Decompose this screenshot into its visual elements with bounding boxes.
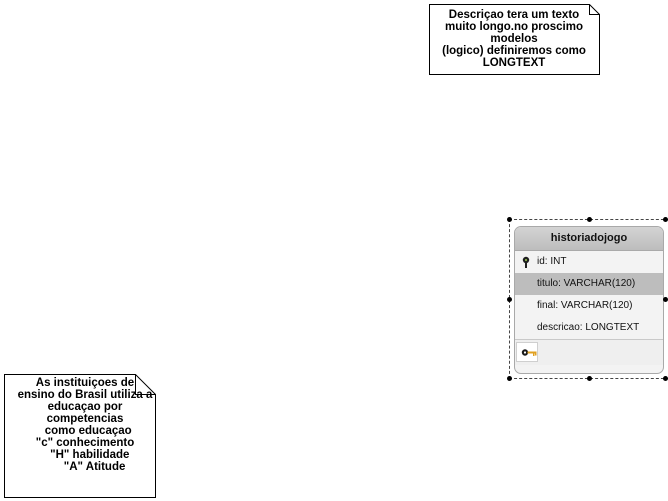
resize-handle-top-left[interactable] (507, 217, 512, 222)
note-shape (429, 4, 600, 75)
note-competencias[interactable]: As instituiçoes de ensino do Brasil util… (4, 374, 156, 498)
selection-box (509, 219, 668, 379)
resize-handle-bottom[interactable] (587, 376, 592, 381)
index-cell[interactable] (516, 342, 538, 362)
key-icon (521, 349, 537, 356)
note-text: Descriçao tera um texto muito longo.no p… (442, 9, 586, 69)
note-descricao[interactable]: Descriçao tera um texto muito longo.no p… (429, 4, 600, 75)
resize-handle-right[interactable] (663, 297, 668, 302)
resize-handle-left[interactable] (507, 297, 512, 302)
resize-handle-bottom-right[interactable] (663, 376, 668, 381)
attribute-id[interactable]: id: INT (515, 251, 663, 273)
entity-title: historiadojogo (515, 227, 663, 251)
resize-handle-top-right[interactable] (663, 217, 668, 222)
attribute-label: id: INT (537, 256, 567, 267)
pin-key-icon (522, 256, 530, 268)
attribute-titulo[interactable]: titulo: VARCHAR(120) (515, 273, 663, 295)
index-section[interactable] (515, 340, 663, 365)
attribute-label: descricao: LONGTEXT (537, 322, 640, 333)
entity-divider (515, 339, 663, 340)
entity-historiadojogo[interactable]: historiadojogo id: INT titulo: VARCHAR(1… (514, 226, 664, 374)
resize-handle-top[interactable] (587, 217, 592, 222)
attribute-label: titulo: VARCHAR(120) (537, 278, 636, 289)
resize-handle-bottom-left[interactable] (507, 376, 512, 381)
note-text: As instituiçoes de ensino do Brasil util… (17, 377, 153, 473)
attribute-final[interactable]: final: VARCHAR(120) (515, 295, 663, 317)
note-shape (4, 374, 156, 498)
attribute-descricao[interactable]: descricao: LONGTEXT (515, 317, 663, 339)
attribute-label: final: VARCHAR(120) (537, 300, 633, 311)
